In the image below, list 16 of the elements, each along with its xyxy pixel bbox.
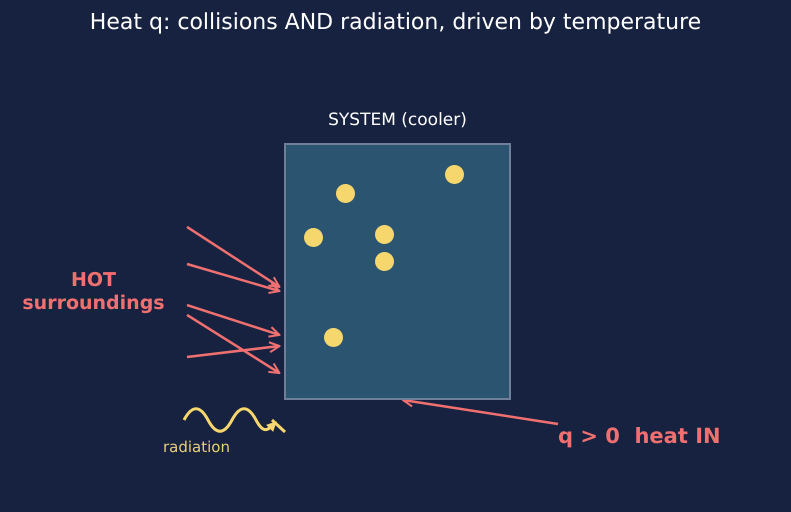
heat-in-label: q > 0 heat IN: [558, 424, 721, 448]
radiation-label: radiation: [163, 438, 230, 456]
particle-dot: [374, 252, 394, 270]
particle-dot: [444, 164, 464, 184]
arrow: [186, 226, 280, 288]
particle-dot: [336, 184, 354, 202]
arrow: [186, 262, 280, 294]
particle-dot: [304, 228, 322, 246]
title: Heat q: collisions AND radiation, driven by temperature: [88, 10, 702, 35]
hot-surroundings-label: HOT surroundings: [0, 222, 187, 382]
system-heading: SYSTEM (cooler): [327, 110, 468, 130]
arrow: [186, 314, 280, 374]
particle-dot: [324, 328, 342, 346]
arrow: [186, 341, 280, 358]
particle-dot: [374, 224, 394, 244]
arrow: [186, 304, 280, 338]
